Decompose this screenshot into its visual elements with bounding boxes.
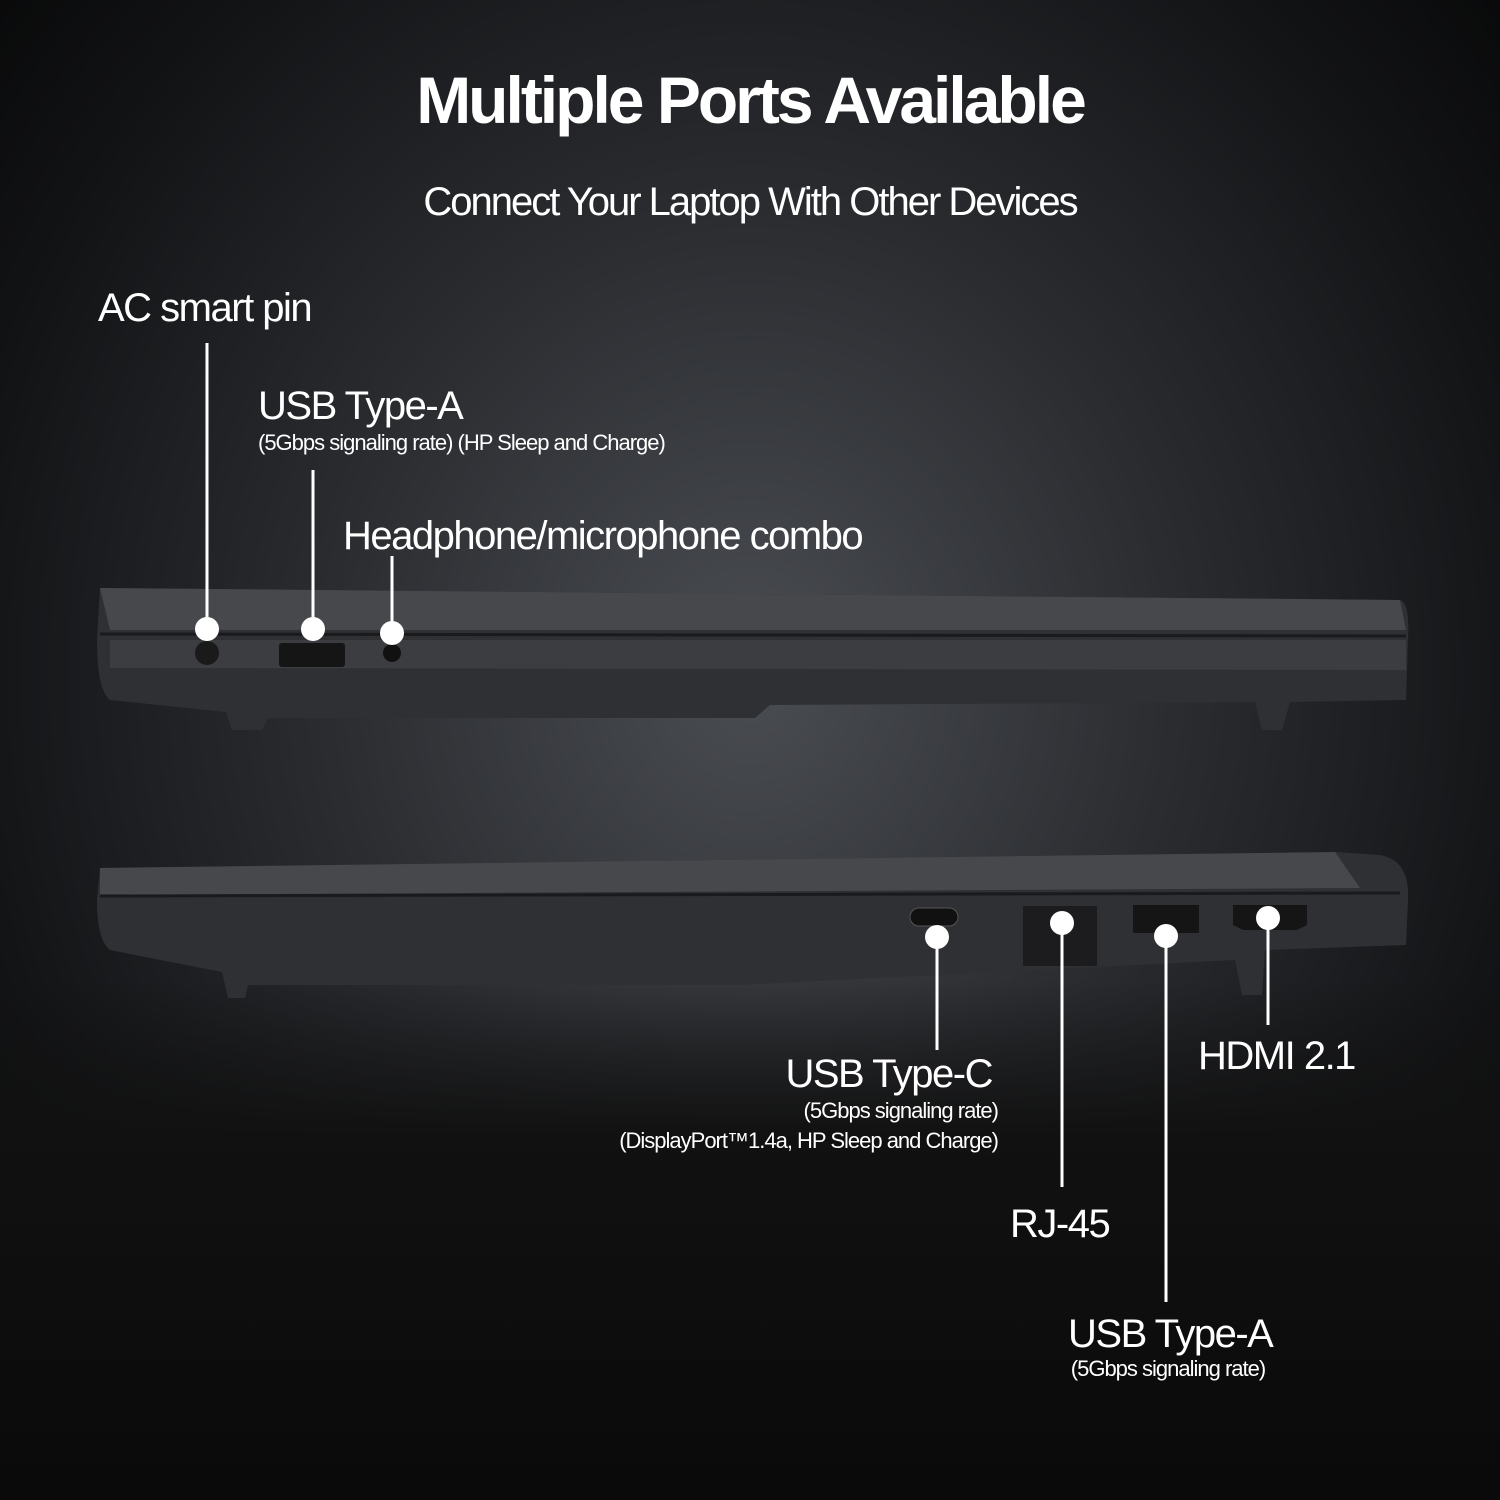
laptop-left-side: [97, 588, 1409, 730]
ac-port-icon: [195, 641, 219, 665]
page-title: Multiple Ports Available: [416, 63, 1087, 137]
label-usb-a-right: USB Type-A: [1068, 1312, 1274, 1356]
callout-dots: [195, 617, 1280, 949]
label-usb-a-left: USB Type-A: [258, 384, 464, 428]
label-hdmi: HDMI 2.1: [1198, 1034, 1356, 1078]
detail-usb-a-right: (5Gbps signaling rate): [1070, 1356, 1266, 1381]
detail-usb-a-left: (5Gbps signaling rate) (HP Sleep and Cha…: [258, 430, 666, 455]
usb-a-port-icon: [279, 643, 345, 667]
laptop-right-side: [97, 852, 1409, 998]
page-subtitle: Connect Your Laptop With Other Devices: [423, 180, 1078, 224]
headphone-jack-icon: [383, 644, 401, 662]
label-headphone-combo: Headphone/microphone combo: [343, 514, 864, 558]
detail-usb-c-1: (5Gbps signaling rate): [803, 1098, 999, 1123]
rock-ground: [0, 980, 1500, 1500]
label-ac-smart-pin: AC smart pin: [98, 286, 313, 330]
label-usb-c: USB Type-C: [785, 1052, 993, 1096]
usb-c-port-icon: [909, 907, 959, 927]
callout-lines: [205, 343, 1270, 1302]
label-rj45: RJ-45: [1010, 1202, 1111, 1246]
detail-usb-c-2: (DisplayPort™1.4a, HP Sleep and Charge): [619, 1128, 999, 1153]
